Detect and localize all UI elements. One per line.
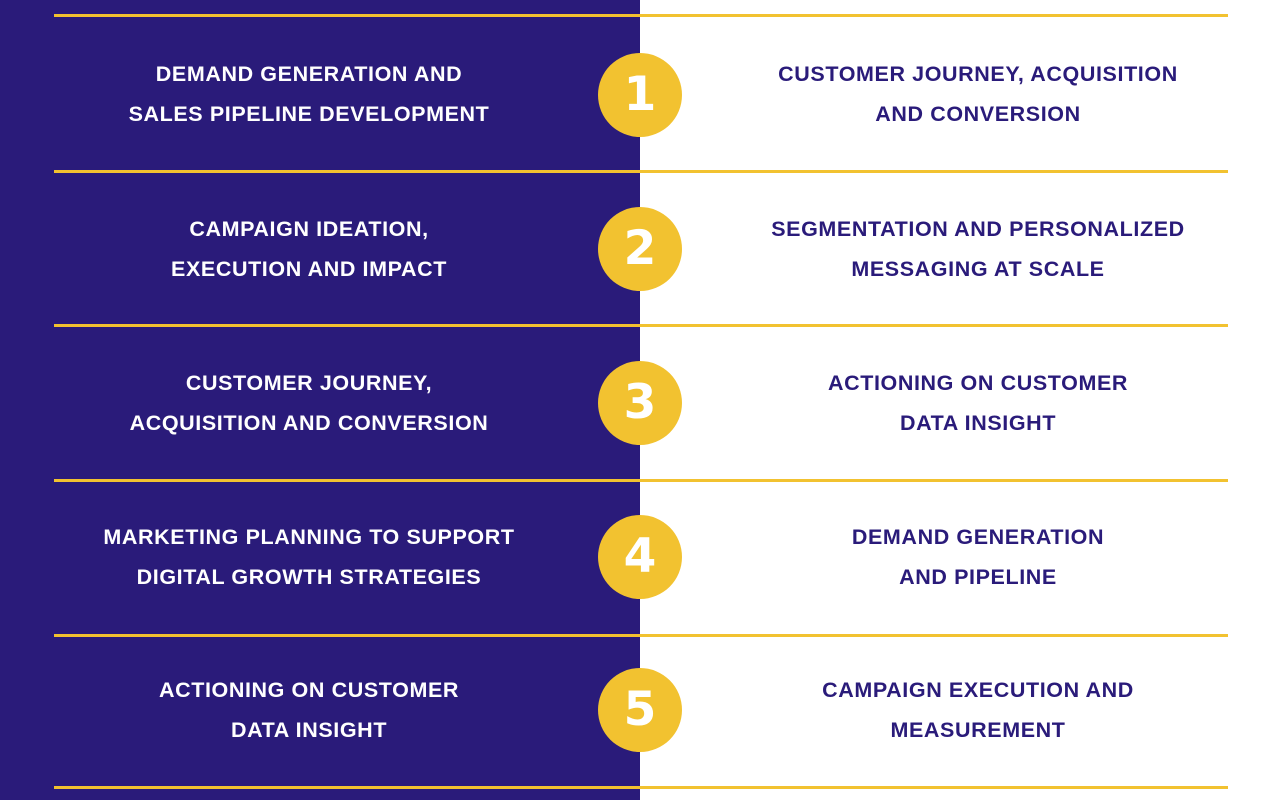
- divider-rule-2: [54, 324, 1228, 327]
- divider-rule-4: [54, 634, 1228, 637]
- rank-badge-4: 4: [598, 515, 682, 599]
- row-5-left-line-2: DATA INSIGHT: [230, 717, 388, 742]
- row-1-left-cell: DEMAND GENERATION AND SALES PIPELINE DEV…: [0, 55, 600, 133]
- row-1-right-cell: CUSTOMER JOURNEY, ACQUISITION AND CONVER…: [692, 55, 1280, 133]
- row-3-left-line-1: CUSTOMER JOURNEY,: [185, 371, 433, 396]
- row-5-left-line-1: ACTIONING ON CUSTOMER: [158, 678, 460, 703]
- row-2-left-line-1: CAMPAIGN IDEATION,: [189, 217, 429, 242]
- rank-badge-4-number: 4: [623, 528, 657, 584]
- list-row: ACTIONING ON CUSTOMER DATA INSIGHT CAMPA…: [0, 633, 1280, 788]
- list-row: CAMPAIGN IDEATION, EXECUTION AND IMPACT …: [0, 172, 1280, 327]
- row-5-right-cell: CAMPAIGN EXECUTION AND MEASUREMENT: [692, 671, 1280, 749]
- row-1-left-line-2: SALES PIPELINE DEVELOPMENT: [128, 101, 490, 126]
- row-2-right-line-2: MESSAGING AT SCALE: [851, 256, 1105, 281]
- list-row: CUSTOMER JOURNEY, ACQUISITION AND CONVER…: [0, 326, 1280, 481]
- rank-badge-5: 5: [598, 668, 682, 752]
- divider-rule-top: [54, 14, 1228, 17]
- row-3-right-line-1: ACTIONING ON CUSTOMER: [827, 371, 1129, 396]
- list-row: DEMAND GENERATION AND SALES PIPELINE DEV…: [0, 17, 1280, 172]
- row-2-left-cell: CAMPAIGN IDEATION, EXECUTION AND IMPACT: [0, 210, 600, 288]
- row-4-left-cell: MARKETING PLANNING TO SUPPORT DIGITAL GR…: [0, 518, 600, 596]
- row-1-left-line-1: DEMAND GENERATION AND: [155, 62, 463, 87]
- rank-badge-3: 3: [598, 361, 682, 445]
- row-4-left-line-2: DIGITAL GROWTH STRATEGIES: [136, 564, 482, 589]
- divider-rule-3: [54, 479, 1228, 482]
- row-3-left-cell: CUSTOMER JOURNEY, ACQUISITION AND CONVER…: [0, 364, 600, 442]
- rank-badge-2-number: 2: [623, 220, 657, 276]
- row-1-right-line-2: AND CONVERSION: [875, 101, 1081, 126]
- row-3-left-line-2: ACQUISITION AND CONVERSION: [129, 410, 489, 435]
- divider-rule-bottom: [54, 786, 1228, 789]
- row-4-right-line-1: DEMAND GENERATION: [851, 525, 1105, 550]
- rank-badge-3-number: 3: [623, 374, 657, 430]
- rank-badge-5-number: 5: [623, 681, 657, 737]
- row-3-right-line-2: DATA INSIGHT: [899, 410, 1057, 435]
- row-4-left-line-1: MARKETING PLANNING TO SUPPORT: [103, 525, 515, 550]
- row-5-right-line-2: MEASUREMENT: [890, 717, 1066, 742]
- row-3-right-cell: ACTIONING ON CUSTOMER DATA INSIGHT: [692, 364, 1280, 442]
- row-4-right-cell: DEMAND GENERATION AND PIPELINE: [692, 518, 1280, 596]
- rank-badge-1-number: 1: [623, 66, 657, 122]
- left-navy-panel: [0, 0, 640, 800]
- row-2-right-line-1: SEGMENTATION AND PERSONALIZED: [771, 217, 1185, 242]
- rank-badge-2: 2: [598, 207, 682, 291]
- row-1-right-line-1: CUSTOMER JOURNEY, ACQUISITION: [778, 62, 1178, 87]
- row-5-right-line-1: CAMPAIGN EXECUTION AND: [822, 678, 1134, 703]
- row-5-left-cell: ACTIONING ON CUSTOMER DATA INSIGHT: [0, 671, 600, 749]
- divider-rule-1: [54, 170, 1228, 173]
- rank-badge-1: 1: [598, 53, 682, 137]
- list-row: MARKETING PLANNING TO SUPPORT DIGITAL GR…: [0, 480, 1280, 635]
- row-2-right-cell: SEGMENTATION AND PERSONALIZED MESSAGING …: [692, 210, 1280, 288]
- row-2-left-line-2: EXECUTION AND IMPACT: [171, 256, 447, 281]
- row-4-right-line-2: AND PIPELINE: [899, 564, 1057, 589]
